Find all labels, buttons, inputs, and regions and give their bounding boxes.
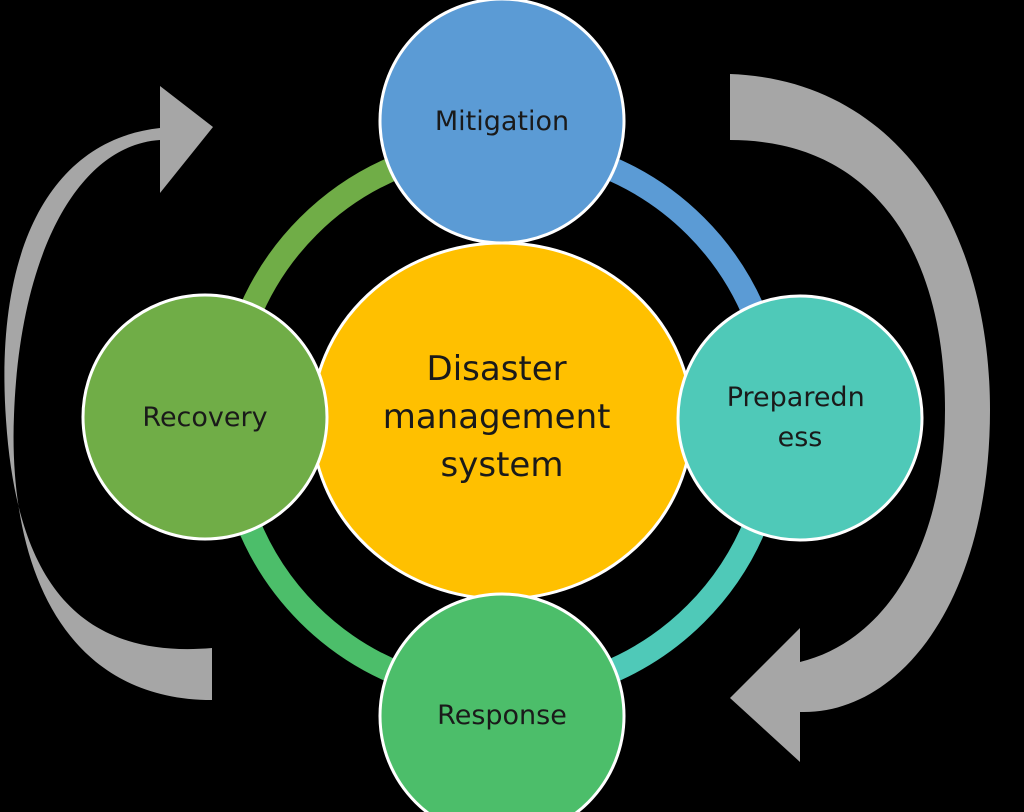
- mitigation-label: Mitigation: [435, 106, 569, 137]
- right-cycle-arrow: [730, 74, 990, 762]
- recovery-node: Recovery: [81, 293, 329, 541]
- center-node: Disaster management system: [310, 241, 694, 601]
- recovery-label: Recovery: [142, 402, 267, 433]
- center-label-line: management: [383, 397, 611, 437]
- center-label: Disaster management system: [383, 349, 622, 485]
- mitigation-node: Mitigation: [378, 0, 626, 245]
- left-cycle-arrow: [4, 86, 213, 700]
- preparedness-label: Preparedn ess: [727, 382, 874, 453]
- response-node: Response: [378, 592, 626, 812]
- response-label: Response: [437, 700, 567, 731]
- recovery-circle: [81, 293, 329, 541]
- center-label-line: system: [441, 445, 564, 485]
- center-label-line: Disaster: [427, 349, 567, 389]
- response-circle: [378, 592, 626, 812]
- mitigation-circle: [378, 0, 626, 245]
- preparedness-circle: [676, 294, 924, 542]
- preparedness-node: Preparedn ess: [676, 294, 924, 542]
